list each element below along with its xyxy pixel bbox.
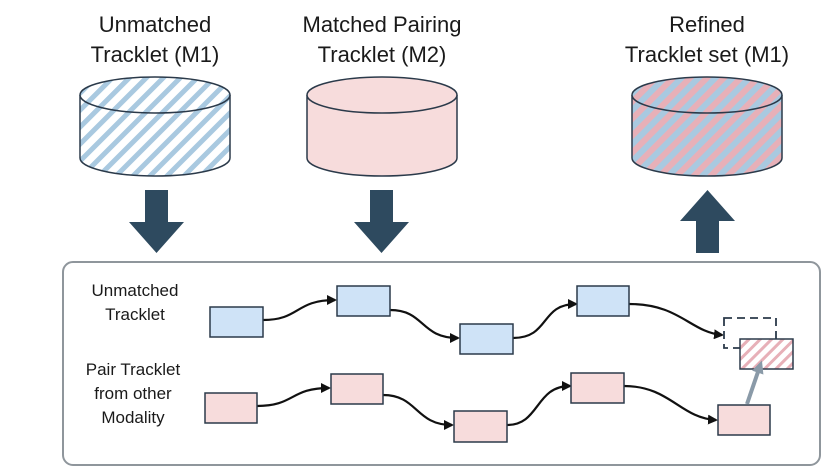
refined-tracklet-cylinder xyxy=(631,76,783,177)
store-title-unmatched: Unmatched Tracklet (M1) xyxy=(55,10,255,70)
unmatched-row-connectors xyxy=(262,295,724,343)
down-arrow-unmatched xyxy=(129,190,184,253)
unmatched-tracklet-cylinder xyxy=(79,76,231,177)
row-label-line: Modality xyxy=(101,408,165,427)
up-arrow-refined xyxy=(680,190,735,253)
pair-tracklet-box xyxy=(204,392,258,424)
store-title-line: Matched Pairing xyxy=(302,12,462,37)
unmatched-tracklet-box xyxy=(459,323,514,355)
store-title-line: Tracklet (M2) xyxy=(317,42,447,67)
pair-tracklet-box xyxy=(330,373,384,405)
store-title-matched: Matched Pairing Tracklet (M2) xyxy=(272,10,492,70)
store-title-line: Refined xyxy=(669,12,745,37)
unmatched-tracklet-box xyxy=(336,285,391,317)
down-arrow-matched xyxy=(354,190,409,253)
pair-row-connectors xyxy=(256,381,718,430)
matched-pairing-cylinder xyxy=(306,76,458,177)
unmatched-tracklet-box xyxy=(209,306,264,338)
row-label-unmatched: Unmatched Tracklet xyxy=(70,279,200,327)
row-label-line: Unmatched xyxy=(91,281,179,300)
store-title-line: Tracklet set (M1) xyxy=(624,42,790,67)
transfer-arrow xyxy=(745,360,764,405)
store-title-refined: Refined Tracklet set (M1) xyxy=(597,10,817,70)
row-label-line: from other xyxy=(94,384,172,403)
pair-tracklet-box xyxy=(453,410,508,443)
store-title-line: Unmatched xyxy=(98,12,212,37)
pair-tracklet-box xyxy=(717,404,771,436)
unmatched-tracklet-box xyxy=(576,285,630,317)
refined-tracklet-box xyxy=(739,338,794,370)
row-label-pair: Pair Tracklet from other Modality xyxy=(66,358,200,430)
pair-tracklet-box xyxy=(570,372,625,404)
store-title-line: Tracklet (M1) xyxy=(90,42,220,67)
row-label-line: Pair Tracklet xyxy=(85,360,181,379)
row-label-line: Tracklet xyxy=(105,305,165,324)
